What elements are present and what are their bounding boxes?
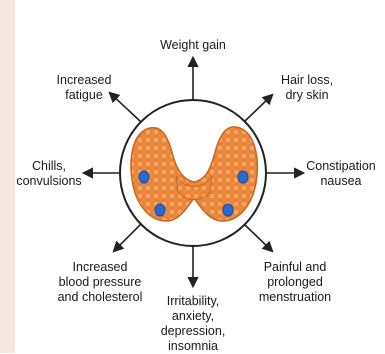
arrow-bottom-right (244, 224, 272, 251)
label-constipation: Constipation nausea (298, 159, 384, 189)
label-weight-gain: Weight gain (143, 38, 243, 53)
nodule (223, 204, 233, 216)
label-menstruation: Painful and prolonged menstruation (240, 260, 350, 305)
label-fatigue: Increased fatigue (40, 73, 128, 103)
label-chills: Chills, convulsions (6, 159, 92, 189)
arrow-bottom-left (114, 224, 141, 251)
nodule (155, 204, 165, 216)
nodule (238, 171, 248, 183)
label-blood-pressure: Increased blood pressure and cholesterol (40, 260, 160, 305)
nodule (139, 171, 149, 183)
label-hair-loss: Hair loss, dry skin (262, 73, 352, 103)
